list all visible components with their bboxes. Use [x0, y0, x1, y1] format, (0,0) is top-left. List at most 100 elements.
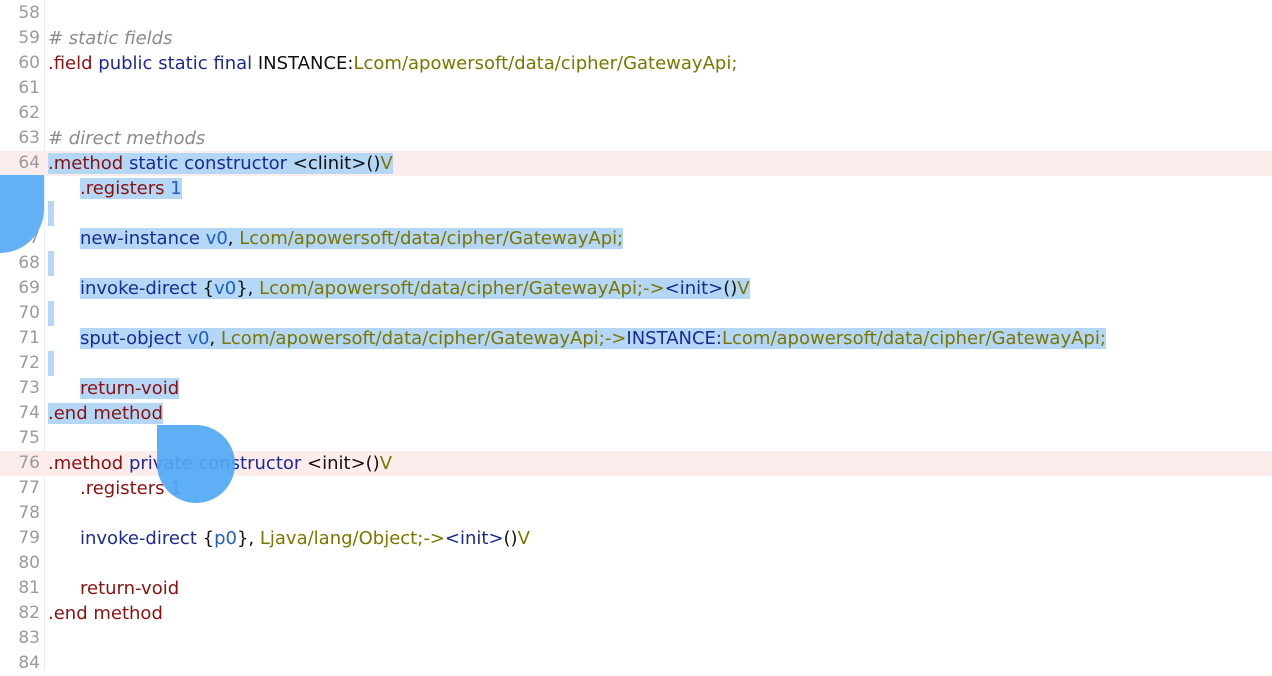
line-number: 72: [18, 353, 40, 373]
code-line[interactable]: 58: [0, 1, 1272, 26]
code-text[interactable]: .field public static final INSTANCE:Lcom…: [48, 51, 737, 76]
token-directive: return-void: [80, 578, 180, 599]
code-text[interactable]: invoke-direct {p0}, Ljava/lang/Object;->…: [80, 526, 530, 551]
line-number: 82: [18, 603, 40, 623]
code-line[interactable]: 75: [0, 426, 1272, 451]
token-directive: .field: [48, 53, 93, 74]
code-text[interactable]: # direct methods: [48, 126, 205, 151]
line-number: 63: [18, 128, 40, 148]
token-reg: v0: [187, 328, 210, 349]
code-line[interactable]: 83: [0, 626, 1272, 651]
token-plain: (): [503, 528, 518, 549]
token-directive: .end method: [48, 603, 163, 624]
token-keyword: constructor: [184, 153, 288, 174]
code-text[interactable]: return-void: [80, 576, 179, 601]
token-type: Lcom/apowersoft/data/cipher/GatewayApi;: [721, 328, 1106, 349]
token-plain: {: [196, 278, 215, 299]
code-text[interactable]: return-void: [80, 376, 180, 401]
token-plain: <init>(): [301, 453, 380, 474]
line-number: 68: [18, 253, 40, 273]
token-comment: # static fields: [48, 28, 173, 49]
code-line[interactable]: 84: [0, 651, 1272, 676]
selection-end-handle[interactable]: [157, 425, 235, 503]
token-type: Lcom/apowersoft/data/cipher/GatewayApi;: [239, 228, 624, 249]
code-line[interactable]: 71 sput-object v0, Lcom/apowersoft/data/c…: [0, 326, 1272, 351]
token-reg: v0: [205, 228, 228, 249]
token-type: V: [737, 278, 750, 299]
code-text[interactable]: [48, 251, 54, 276]
code-line[interactable]: 67new-instance v0, Lcom/apowersoft/data/…: [0, 226, 1272, 251]
code-line[interactable]: 80: [0, 551, 1272, 576]
code-text[interactable]: .end method: [48, 601, 163, 626]
line-number: 76: [18, 453, 40, 473]
token-comment: # direct methods: [48, 128, 206, 149]
token-type: Lcom/apowersoft/data/cipher/GatewayApi;: [353, 53, 738, 74]
selected-text: .registers 1: [80, 178, 182, 199]
code-line[interactable]: 61: [0, 76, 1272, 101]
code-text[interactable]: .method static constructor <clinit>()V: [48, 151, 393, 176]
token-keyword: sput-object: [80, 328, 182, 349]
code-text[interactable]: [48, 351, 54, 376]
token-op: ->: [643, 278, 665, 299]
line-number: 80: [18, 553, 40, 573]
code-text[interactable]: .registers 1: [80, 176, 182, 201]
token-keyword: invoke-direct: [80, 528, 197, 549]
code-text[interactable]: [48, 301, 54, 326]
selected-text: .method static constructor <clinit>()V: [48, 153, 393, 174]
code-line[interactable]: 74.end method: [0, 401, 1272, 426]
code-line[interactable]: 68: [0, 251, 1272, 276]
token-type: V: [380, 153, 393, 174]
code-text[interactable]: [48, 201, 54, 226]
line-number: 69: [18, 278, 40, 298]
token-type: V: [517, 528, 530, 549]
selected-text: [48, 301, 54, 326]
token-keyword: new-instance: [80, 228, 200, 249]
token-op: ->: [423, 528, 445, 549]
line-number: 71: [18, 328, 40, 348]
code-line[interactable]: 63 # direct methods: [0, 126, 1272, 151]
code-line[interactable]: 70: [0, 301, 1272, 326]
line-content: invoke-direct {p0}, Ljava/lang/Object;->…: [80, 528, 530, 549]
line-content: return-void: [80, 578, 179, 599]
code-line[interactable]: 82 .end method: [0, 601, 1272, 626]
line-number: 83: [18, 628, 40, 648]
code-line[interactable]: 78: [0, 501, 1272, 526]
code-line[interactable]: 72: [0, 351, 1272, 376]
selected-text: [48, 251, 54, 276]
line-content: .end method: [48, 603, 163, 624]
token-keyword: static: [158, 53, 208, 74]
code-text[interactable]: invoke-direct {v0}, Lcom/apowersoft/data…: [80, 276, 750, 301]
token-plain: <clinit>(): [287, 153, 381, 174]
token-plain: INSTANCE:: [252, 53, 354, 74]
code-text[interactable]: sput-object v0, Lcom/apowersoft/data/cip…: [80, 326, 1106, 351]
token-type: Ljava/lang/Object;: [259, 528, 424, 549]
token-plain: },: [236, 528, 260, 549]
token-plain: (): [723, 278, 738, 299]
code-line[interactable]: 65.registers 1: [0, 176, 1272, 201]
line-number: 59: [18, 28, 40, 48]
code-line[interactable]: 59 # static fields: [0, 26, 1272, 51]
code-text[interactable]: new-instance v0, Lcom/apowersoft/data/ci…: [80, 226, 624, 251]
token-op: ->: [604, 328, 627, 349]
token-number: 1: [170, 178, 182, 199]
code-line[interactable]: 60 .field public static final INSTANCE:Lc…: [0, 51, 1272, 76]
token-directive: .registers: [80, 178, 165, 199]
selected-text: .end method: [48, 403, 163, 424]
code-line[interactable]: 66: [0, 201, 1272, 226]
token-plain: ,: [227, 228, 240, 249]
line-number: 78: [18, 503, 40, 523]
code-line[interactable]: 69 invoke-direct {v0}, Lcom/apowersoft/da…: [0, 276, 1272, 301]
line-number: 77: [18, 478, 40, 498]
code-line[interactable]: 64.method static constructor <clinit>()V: [0, 151, 1272, 176]
token-reg: v0: [214, 278, 237, 299]
token-keyword: <init>: [444, 528, 504, 549]
code-text[interactable]: # static fields: [48, 26, 172, 51]
code-text[interactable]: .end method: [48, 401, 163, 426]
token-type: V: [379, 453, 393, 474]
line-number: 60: [18, 53, 40, 73]
code-line[interactable]: 62: [0, 101, 1272, 126]
